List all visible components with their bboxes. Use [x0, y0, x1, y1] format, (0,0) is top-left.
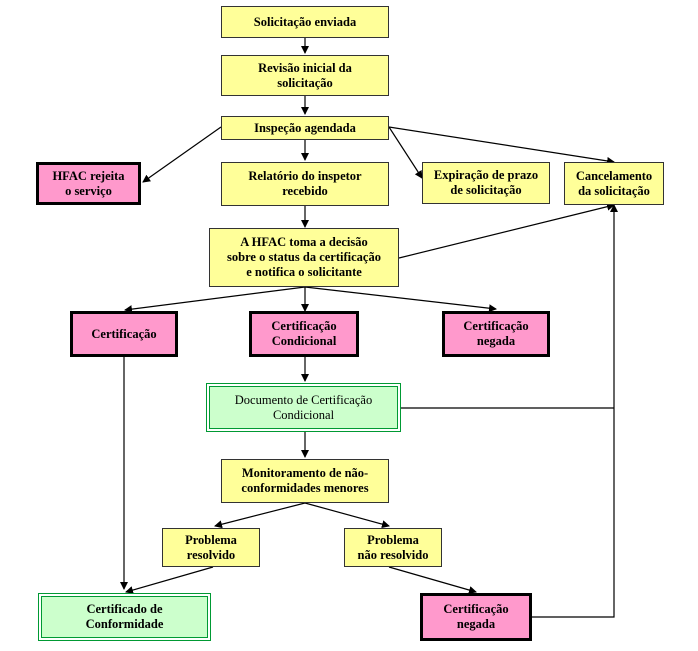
node-hfac-decisao: A HFAC toma a decisão sobre o status da … [209, 228, 399, 287]
node-hfac-rejeita: HFAC rejeita o serviço [36, 162, 141, 205]
node-problema-resolvido: Problema resolvido [162, 528, 260, 567]
edge-inspecao-expiracao [388, 126, 423, 179]
edge-inspecao-cancelamento [388, 126, 615, 165]
node-documento-condicional: Documento de Certificação Condicional [206, 383, 401, 432]
node-cancelamento: Cancelamento da solicitação [564, 162, 664, 205]
node-monitoramento: Monitoramento de não- conformidades meno… [221, 459, 389, 503]
node-problema-nao-resolvido: Problema não resolvido [344, 528, 442, 567]
edge-monitoramento-resolvido [214, 502, 306, 529]
node-revisao-inicial: Revisão inicial da solicitação [221, 55, 389, 96]
node-inspecao-agendada: Inspeção agendada [221, 116, 389, 140]
node-solicitacao-enviada: Solicitação enviada [221, 6, 389, 38]
node-certificado-conformidade: Certificado de Conformidade [38, 593, 211, 641]
edge-monitoramento-nao-resolvido [304, 502, 390, 529]
edge-resolvido-conformidade [125, 566, 214, 594]
node-relatorio-inspetor: Relatório do inspetor recebido [221, 162, 389, 206]
node-certificacao-condicional: Certificação Condicional [249, 311, 359, 357]
node-expiracao-prazo: Expiração de prazo de solicitação [422, 162, 550, 204]
edge-decisao-cancelamento [398, 202, 615, 259]
edge-inspecao-rejeita [142, 126, 222, 183]
edge-nao-resolvido-negada [388, 566, 477, 594]
node-certificacao-negada-1: Certificação negada [442, 311, 550, 357]
node-certificacao-negada-2: Certificação negada [420, 593, 532, 641]
edge-negada-cancelamento [532, 204, 618, 618]
edge-decisao-negada [304, 286, 497, 313]
edge-decisao-certificacao [124, 286, 306, 314]
node-certificacao: Certificação [70, 311, 178, 357]
